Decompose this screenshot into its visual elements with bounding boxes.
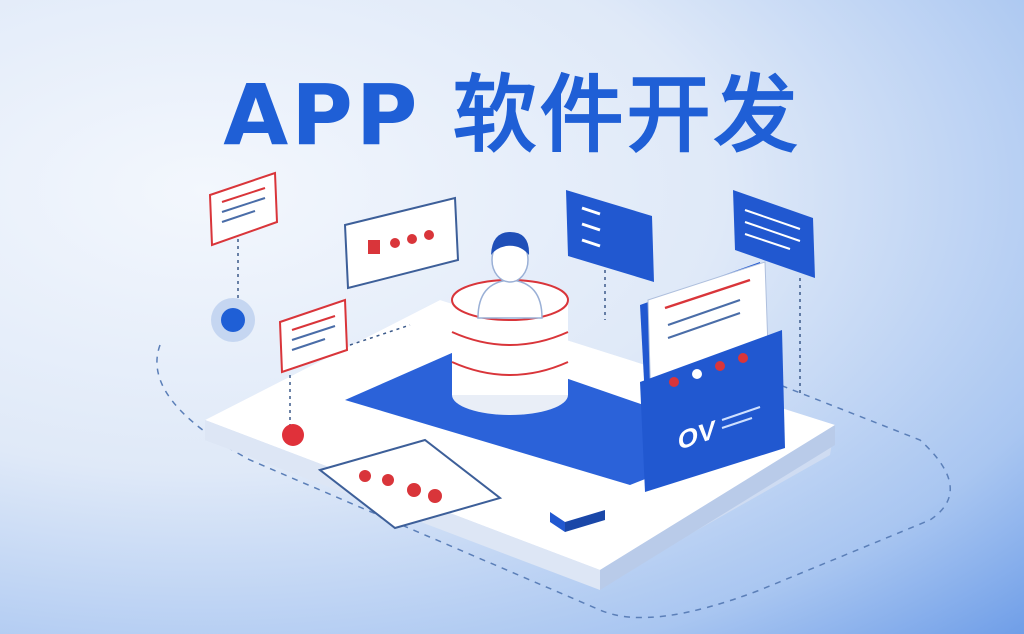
person-avatar-icon xyxy=(477,232,543,319)
gear-icon xyxy=(211,298,255,342)
isometric-platform xyxy=(205,300,835,590)
storage-block-icon xyxy=(550,500,605,532)
document-folder xyxy=(640,261,785,492)
message-card-left xyxy=(208,171,279,247)
message-card-middle xyxy=(278,298,349,374)
blue-info-card xyxy=(566,190,654,282)
status-dot-icon xyxy=(282,424,304,446)
blue-text-card xyxy=(733,190,815,278)
red-token-card xyxy=(317,438,503,530)
folder-card xyxy=(343,196,460,290)
page-title: APP 软件开发 xyxy=(223,66,801,164)
dashed-orbit xyxy=(156,344,951,619)
connector-lines xyxy=(237,232,801,428)
